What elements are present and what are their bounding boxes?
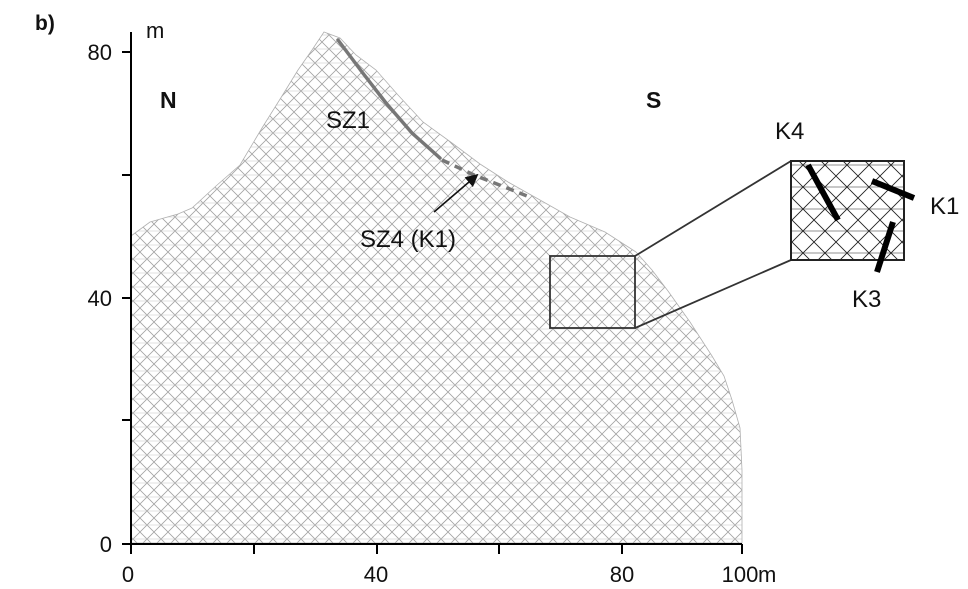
x-tick-label-100: 100: [722, 562, 759, 587]
x-tick-label-40: 40: [364, 562, 388, 587]
sz1-label: SZ1: [326, 107, 370, 134]
x-tick-label-0: 0: [122, 562, 134, 587]
joint-inset: [790, 160, 916, 273]
connector-bottom: [634, 259, 792, 329]
south-label: S: [646, 87, 661, 113]
joint-k1: [870, 178, 916, 201]
x-unit-label: m: [758, 562, 776, 587]
sz4-arrow: [433, 173, 479, 213]
sz4-line: [441, 158, 533, 200]
joint-k3: [874, 221, 896, 273]
y-axis: [122, 32, 132, 546]
y-tick-label-80: 80: [88, 40, 112, 65]
north-label: N: [160, 87, 177, 113]
panel-label: b): [35, 12, 55, 35]
k1-label: K1: [930, 193, 959, 220]
connector-top: [634, 160, 792, 257]
rock-mass-profile: [130, 31, 743, 544]
joint-k4: [805, 163, 841, 222]
k3-label: K3: [852, 286, 881, 313]
sz4-label: SZ4 (K1): [360, 226, 456, 253]
x-tick-label-80: 80: [610, 562, 634, 587]
y-tick-label-40: 40: [88, 286, 112, 311]
x-axis: [129, 543, 743, 554]
y-tick-label-0: 0: [100, 532, 112, 557]
k4-label: K4: [775, 118, 804, 145]
y-unit-label: m: [146, 18, 164, 43]
sz1-line: [336, 38, 442, 160]
detail-selection-box: [549, 255, 636, 329]
